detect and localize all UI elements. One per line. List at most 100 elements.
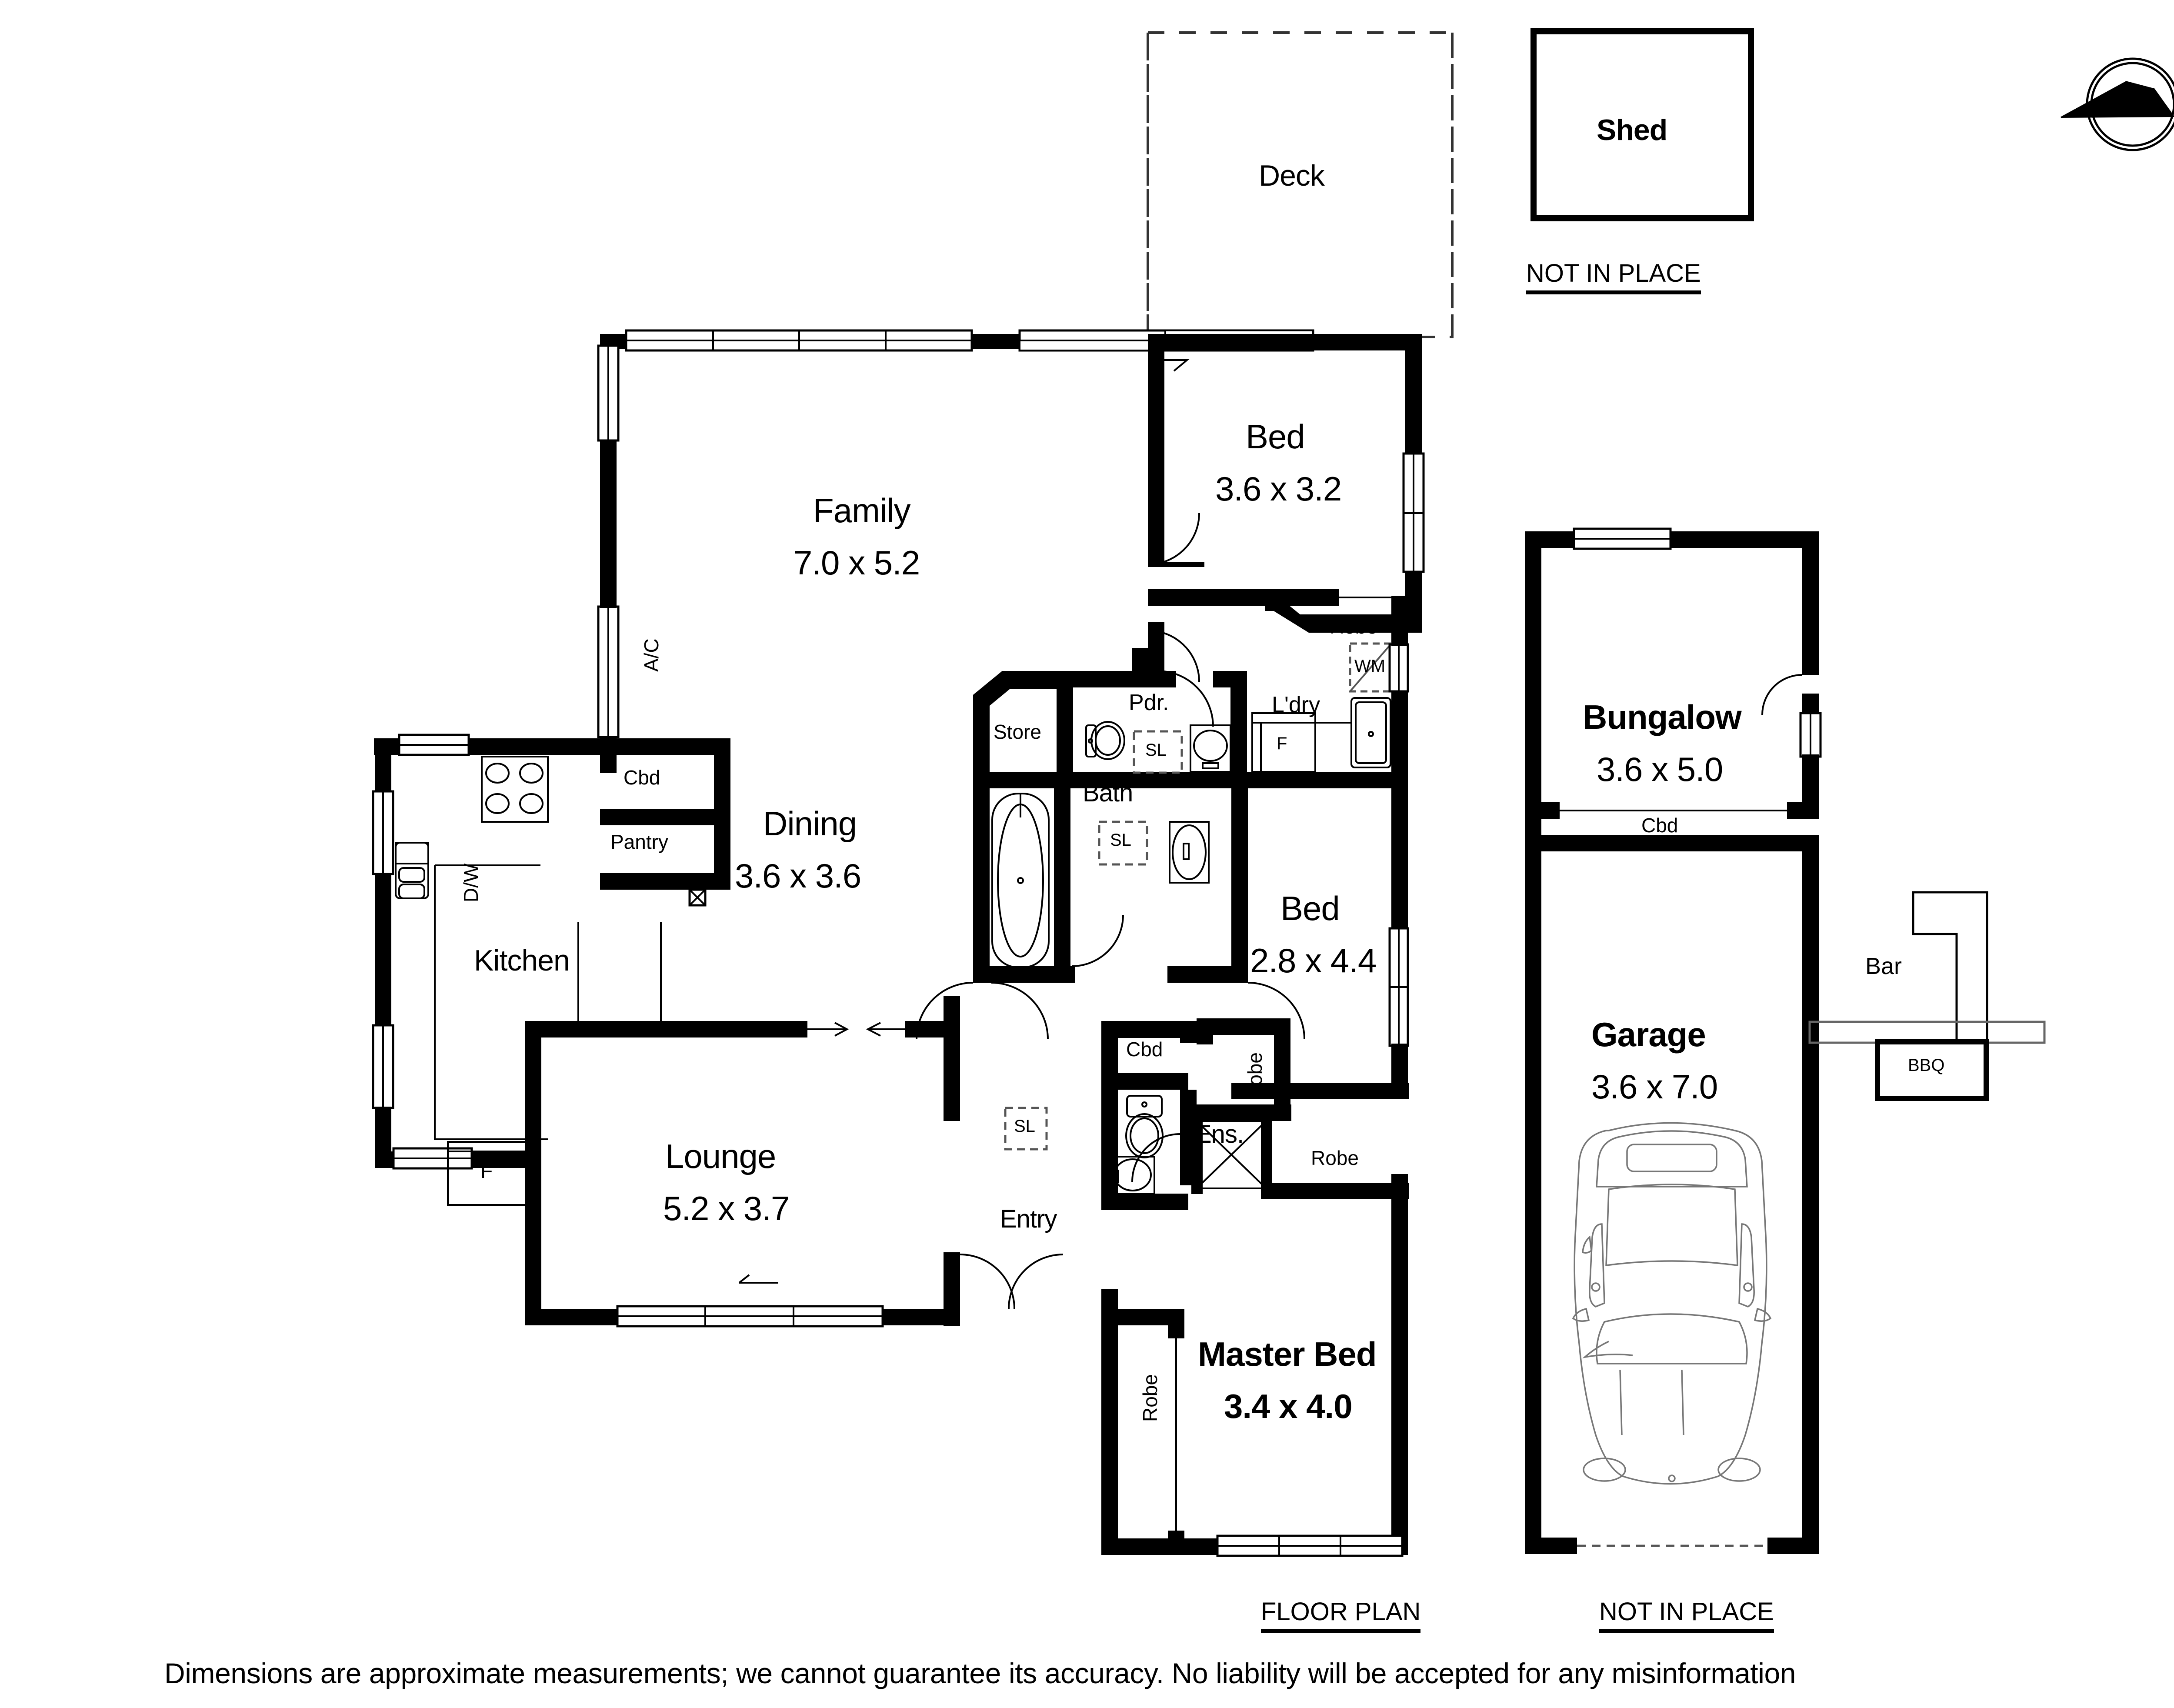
wall-kitchen-west-2	[375, 873, 391, 1030]
wall-bung-cbd-right	[1787, 802, 1819, 819]
window-kitchen-north	[398, 734, 470, 756]
room-label-deck: Deck	[1259, 159, 1325, 192]
wall-bung-east-lower	[1802, 754, 1819, 802]
wall-bed1-east-upper	[1405, 334, 1422, 456]
wall-garage-east	[1802, 851, 1819, 1554]
door-entry-inner	[960, 1254, 1015, 1309]
door-pdr	[1156, 670, 1214, 727]
wall-family-bed1	[1148, 334, 1164, 564]
skylight-label-hall: SL	[1014, 1117, 1035, 1136]
wall-master-west	[1101, 1309, 1118, 1555]
room-dim-bed-1: 3.6 x 3.2	[1215, 470, 1342, 508]
skylight-label-bath: SL	[1110, 831, 1131, 850]
fixture-label-bbq: BBQ	[1908, 1056, 1945, 1075]
fixture-label-dw: D/W	[460, 863, 482, 902]
wall-bung-top	[1525, 531, 1819, 548]
room-label-bath: Bath	[1083, 779, 1133, 807]
cooktop-icon	[481, 756, 549, 823]
disclaimer-text: Dimensions are approximate measurements;…	[164, 1657, 1796, 1689]
wall-cbd-ens-topcorner	[1180, 1021, 1197, 1043]
fixture-label-cbd-family: Cbd	[624, 766, 660, 789]
door-ens	[1131, 1133, 1180, 1182]
window-lounge-south	[616, 1305, 884, 1328]
wall-bed1-bottom	[1148, 589, 1339, 606]
room-label-garage: Garage	[1591, 1015, 1706, 1054]
skylight-pdr	[1133, 730, 1183, 774]
fixture-label-robe-master-top: Robe	[1244, 1052, 1266, 1100]
not-in-place-garage-label: NOT IN PLACE	[1599, 1599, 1774, 1633]
wall-lounge-north-1	[525, 1021, 807, 1037]
fixture-label-robe-bed1: Robe	[1330, 615, 1377, 638]
floor-plan-title: FLOOR PLAN	[1261, 1599, 1421, 1633]
hall-door-arcs	[916, 982, 1049, 1040]
wall-bed2-east-upper	[1391, 772, 1408, 933]
basin-ens-icon	[1110, 1156, 1155, 1194]
wall-cbd-ens-bottom	[1101, 1073, 1188, 1090]
washing-machine-icon	[1349, 642, 1393, 693]
north-arrow-icon	[2061, 57, 2174, 151]
switch-icon	[688, 888, 707, 907]
opening-arrow-right	[866, 1022, 905, 1037]
wall-hall-vert-b	[944, 1021, 960, 1121]
room-label-ldry: L'dry	[1272, 692, 1320, 717]
room-dim-bed-2: 2.8 x 4.4	[1250, 941, 1377, 980]
room-dim-family: 7.0 x 5.2	[794, 544, 920, 582]
door-bed1	[1147, 513, 1204, 567]
window-master-south	[1216, 1535, 1404, 1557]
not-in-place-shed-label: NOT IN PLACE	[1526, 261, 1701, 294]
wall-robe-right	[1405, 606, 1422, 633]
wall-service-bottom	[973, 772, 1408, 788]
skylight-bath	[1098, 821, 1148, 866]
door-bath	[1071, 914, 1124, 967]
shed-outline	[1530, 28, 1754, 221]
wall-garage-bottom-left	[1525, 1538, 1577, 1554]
wall-kitchen-west-1	[375, 738, 391, 795]
wall-pdr-topright	[1213, 671, 1247, 687]
wall-family-west-mid	[600, 440, 617, 608]
wall-shower-right	[1261, 1121, 1272, 1194]
wall-bed1-robe-angled	[1265, 591, 1405, 633]
window-family-west-ac	[597, 605, 620, 738]
fixture-label-robe-master-left: Robe	[1139, 1374, 1161, 1422]
fridge-ldry-icon	[1251, 712, 1316, 773]
room-label-pantry: Pantry	[610, 831, 668, 853]
room-label-dining: Dining	[763, 804, 857, 843]
room-label-shed: Shed	[1597, 113, 1667, 147]
wall-bath-mid	[1054, 788, 1070, 971]
bar-outline	[1912, 891, 1988, 1044]
wall-kitchen-top	[469, 738, 604, 755]
fixture-label-fridge-kitchen: F	[480, 1160, 493, 1182]
door-bed2	[1247, 982, 1305, 1040]
kitchen-bench	[434, 864, 548, 1140]
window-ldry-east	[1388, 643, 1409, 693]
fixture-label-bar: Bar	[1865, 953, 1902, 979]
wall-store-east	[1057, 671, 1073, 780]
wall-master-east	[1391, 1199, 1408, 1555]
wall-robe-left-master	[1197, 1018, 1213, 1044]
sink-icon	[395, 842, 429, 899]
room-label-lounge: Lounge	[665, 1137, 776, 1175]
window-bungalow-top	[1573, 527, 1672, 550]
wall-master-topcorner	[1101, 1289, 1118, 1313]
fixture-label-robe-master-side: Robe	[1311, 1147, 1359, 1169]
window-kitchen-south	[392, 1147, 473, 1170]
room-label-bed-2: Bed	[1280, 889, 1340, 927]
wall-pdr-stub	[1132, 648, 1149, 674]
door-family-hall	[1147, 630, 1200, 682]
room-label-bungalow: Bungalow	[1583, 698, 1742, 736]
wall-ens-west-lower	[1101, 1090, 1118, 1209]
window-kitchen-west-2	[372, 1024, 394, 1109]
wall-bath-bottom-left	[973, 966, 1075, 983]
wall-ens-bottom	[1101, 1194, 1188, 1210]
wall-pdr-east	[1230, 671, 1247, 780]
toilet-pdr-icon	[1085, 721, 1125, 760]
wall-bed1-br-corner	[1405, 589, 1422, 607]
wall-shower-left	[1191, 1121, 1203, 1194]
window-family-top	[625, 329, 973, 352]
room-label-kitchen: Kitchen	[474, 944, 570, 977]
car-icon	[1572, 1122, 1772, 1485]
wall-cbd-bottom	[600, 809, 730, 825]
room-dim-dining: 3.6 x 3.6	[735, 857, 861, 895]
skylight-label-pdr: SL	[1145, 741, 1167, 760]
